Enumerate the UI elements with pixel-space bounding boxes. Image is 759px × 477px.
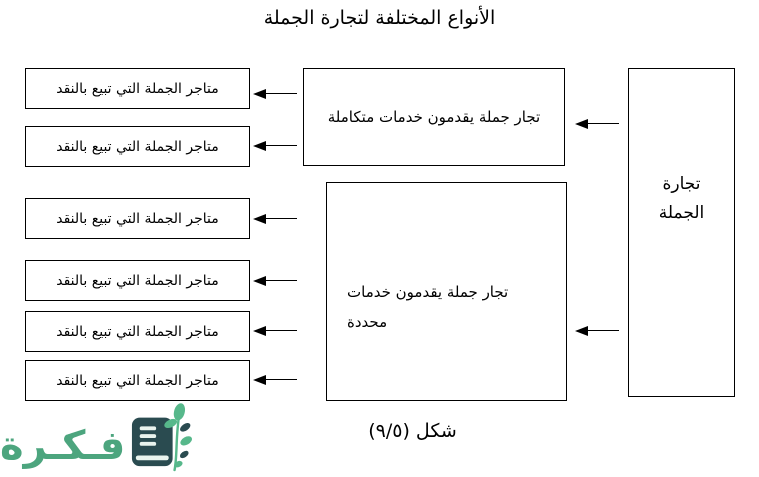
cash-box-3: متاجر الجملة التي تبيع بالنقد: [25, 198, 250, 239]
root-box-label-line2: الجملة: [658, 202, 705, 223]
arrow-to-cash-box-1-icon: [253, 88, 297, 100]
logo: فـكـرة: [0, 402, 193, 477]
specific-services-label-line1: تجار جملة يقدمون خدمات: [347, 282, 509, 301]
specific-services-label-line2: محددة: [347, 312, 388, 331]
cash-box-1: متاجر الجملة التي تبيع بالنقد: [25, 68, 250, 109]
cash-box-6-label: متاجر الجملة التي تبيع بالنقد: [56, 372, 219, 389]
integrated-services-label: تجار جملة يقدمون خدمات متكاملة: [327, 108, 541, 126]
arrow-to-cash-box-6-icon: [253, 374, 297, 386]
cash-box-1-label: متاجر الجملة التي تبيع بالنقد: [56, 80, 219, 97]
cash-box-5: متاجر الجملة التي تبيع بالنقد: [25, 311, 250, 352]
cash-box-2: متاجر الجملة التي تبيع بالنقد: [25, 126, 250, 167]
cash-box-5-label: متاجر الجملة التي تبيع بالنقد: [56, 323, 219, 340]
root-box-label-line1: تجارة: [662, 174, 701, 195]
page-title: الأنواع المختلفة لتجارة الجملة: [263, 7, 496, 29]
cash-box-4-label: متاجر الجملة التي تبيع بالنقد: [56, 272, 219, 289]
logo-text: فـكـرة: [0, 423, 126, 469]
arrow-to-cash-box-3-icon: [253, 213, 297, 225]
integrated-services-box: تجار جملة يقدمون خدمات متكاملة: [303, 68, 565, 166]
cash-box-6: متاجر الجملة التي تبيع بالنقد: [25, 360, 250, 401]
arrow-root-to-integrated-icon: [575, 118, 619, 130]
cash-box-4: متاجر الجملة التي تبيع بالنقد: [25, 260, 250, 301]
arrow-to-cash-box-4-icon: [253, 275, 297, 287]
arrow-to-cash-box-5-icon: [253, 325, 297, 337]
root-box-wholesale-trade: تجارة الجملة: [628, 68, 735, 397]
cash-box-2-label: متاجر الجملة التي تبيع بالنقد: [56, 138, 219, 155]
arrow-root-to-specific-icon: [575, 325, 619, 337]
arrow-to-cash-box-2-icon: [253, 140, 297, 152]
figure-caption: شكل (٩/٥): [368, 420, 457, 442]
specific-services-box: تجار جملة يقدمون خدمات محددة: [326, 182, 567, 401]
book-plant-icon: [130, 402, 193, 477]
cash-box-3-label: متاجر الجملة التي تبيع بالنقد: [56, 210, 219, 227]
